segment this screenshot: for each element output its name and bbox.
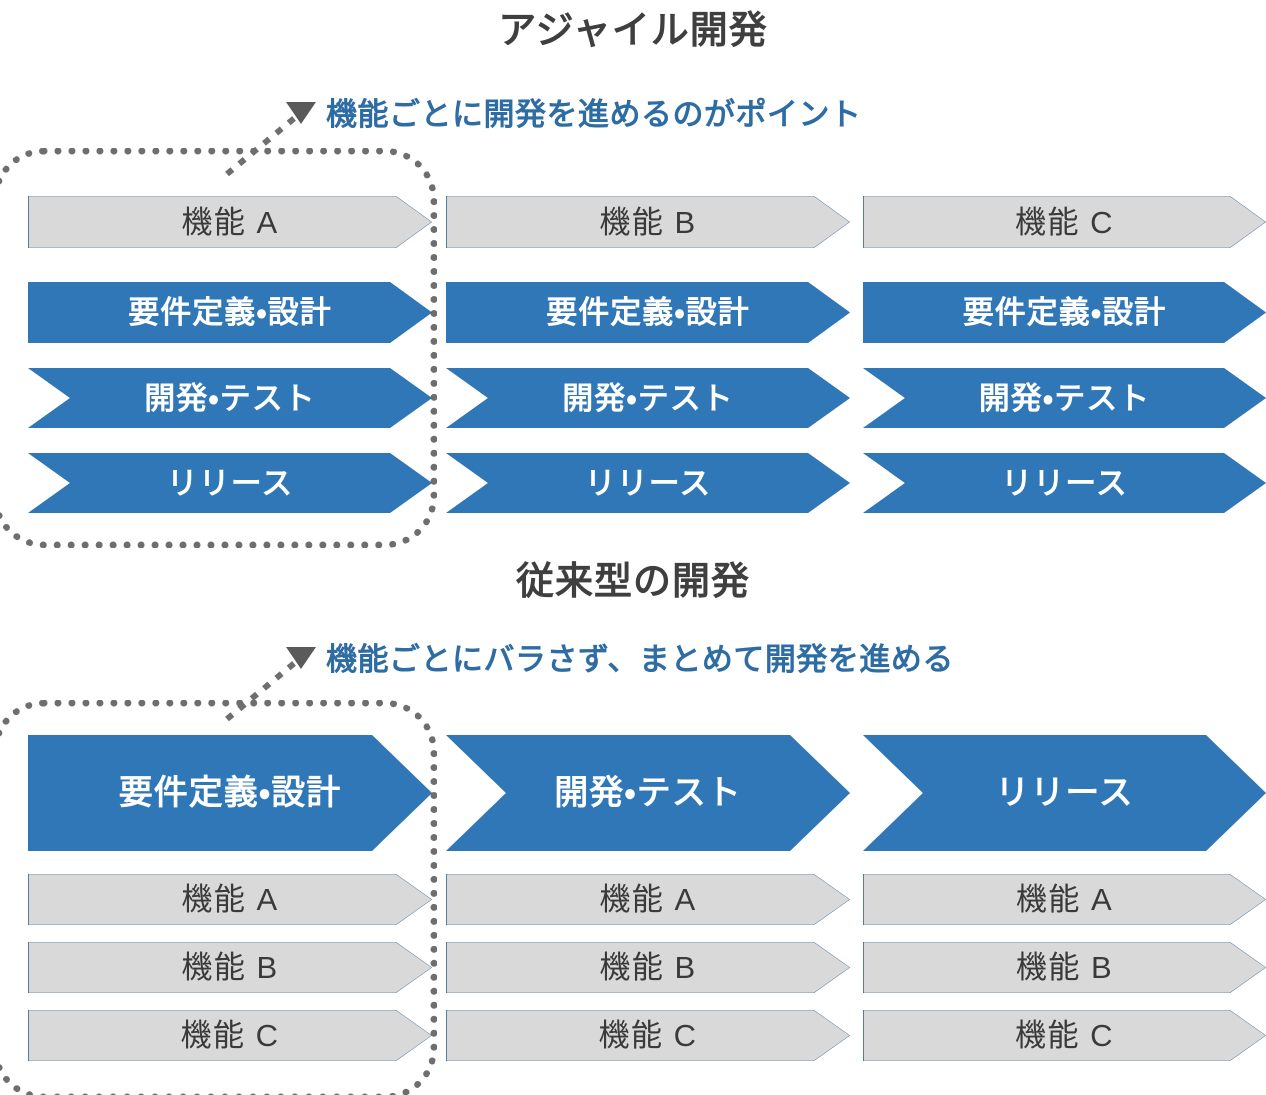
agile-section-title: アジャイル開発 (498, 10, 768, 52)
waterfall-callout: 機能ごとにバラさず、まとめて開発を進める (286, 644, 954, 675)
chevron-label: 機能 B (181, 950, 279, 985)
waterfall-cell-dev-feature-b[interactable]: 機能 B (446, 942, 850, 993)
agile-cell-feature-c-title[interactable]: 機能 C (863, 196, 1266, 248)
chevron-label: 要件定義・設計 (128, 295, 332, 330)
agile-cell-a-development[interactable]: 開発・テスト (28, 368, 432, 428)
waterfall-row-feature-a: 機能 A 機能 A 機能 A (0, 874, 1266, 925)
agile-row-requirements: 要件定義・設計 要件定義・設計 要件定義・設計 (0, 282, 1266, 343)
chevron-label: 機能 A (1015, 882, 1114, 917)
chevron-label: 開発・テスト (554, 774, 742, 812)
triangle-down-icon (286, 101, 316, 124)
waterfall-cell-requirements[interactable]: 要件定義・設計 (28, 735, 432, 851)
chevron-label: 機能 C (598, 1018, 698, 1053)
waterfall-cell-req-feature-b[interactable]: 機能 B (28, 942, 432, 993)
agile-cell-c-requirements[interactable]: 要件定義・設計 (863, 282, 1266, 343)
triangle-down-icon (286, 646, 316, 669)
waterfall-section-title: 従来型の開発 (515, 561, 750, 603)
chevron-label: リリース (166, 465, 294, 501)
chevron-label: 機能 B (1015, 950, 1114, 985)
agile-cell-feature-b-title[interactable]: 機能 B (446, 196, 850, 248)
agile-callout: 機能ごとに開発を進めるのがポイント (286, 99, 862, 130)
agile-highlight-box (0, 148, 437, 548)
waterfall-cell-rel-feature-c[interactable]: 機能 C (863, 1010, 1266, 1061)
chevron-label: 機能 A (181, 204, 279, 240)
agile-cell-c-development[interactable]: 開発・テスト (863, 368, 1266, 428)
agile-row-development: 開発・テスト 開発・テスト 開発・テスト (0, 368, 1266, 428)
agile-cell-a-requirements[interactable]: 要件定義・設計 (28, 282, 432, 343)
waterfall-cell-release[interactable]: リリース (863, 735, 1266, 851)
chevron-label: 機能 C (1015, 204, 1114, 240)
agile-cell-b-development[interactable]: 開発・テスト (446, 368, 850, 428)
chevron-label: リリース (995, 774, 1134, 812)
waterfall-callout-text: 機能ごとにバラさず、まとめて開発を進める (326, 642, 954, 677)
chevron-label: 機能 C (180, 1018, 280, 1053)
waterfall-row-feature-c: 機能 C 機能 C 機能 C (0, 1010, 1266, 1061)
waterfall-cell-rel-feature-a[interactable]: 機能 A (863, 874, 1266, 925)
waterfall-cell-dev-feature-a[interactable]: 機能 A (446, 874, 850, 925)
agile-callout-text: 機能ごとに開発を進めるのがポイント (326, 97, 862, 132)
chevron-label: 要件定義・設計 (546, 295, 750, 330)
waterfall-cell-development[interactable]: 開発・テスト (446, 735, 850, 851)
waterfall-row-feature-b: 機能 B 機能 B 機能 B (0, 942, 1266, 993)
chevron-label: 機能 A (599, 882, 697, 917)
chevron-label: 開発・テスト (978, 380, 1151, 416)
agile-cell-b-release[interactable]: リリース (446, 453, 850, 513)
chevron-label: 要件定義・設計 (118, 774, 342, 812)
waterfall-highlight-box (0, 700, 437, 1095)
waterfall-cell-rel-feature-b[interactable]: 機能 B (863, 942, 1266, 993)
waterfall-row-phases: 要件定義・設計 開発・テスト リリース (0, 735, 1266, 851)
agile-cell-a-release[interactable]: リリース (28, 453, 432, 513)
chevron-label: 機能 C (1015, 1018, 1114, 1053)
chevron-label: リリース (1001, 465, 1128, 501)
chevron-label: 開発・テスト (144, 380, 316, 416)
waterfall-cell-req-feature-a[interactable]: 機能 A (28, 874, 432, 925)
agile-cell-feature-a-title[interactable]: 機能 A (28, 196, 432, 248)
agile-cell-b-requirements[interactable]: 要件定義・設計 (446, 282, 850, 343)
agile-cell-c-release[interactable]: リリース (863, 453, 1266, 513)
waterfall-cell-req-feature-c[interactable]: 機能 C (28, 1010, 432, 1061)
chevron-label: 機能 B (599, 950, 697, 985)
agile-row-release: リリース リリース リリース (0, 453, 1266, 513)
chevron-label: 機能 B (599, 204, 697, 240)
chevron-label: 要件定義・設計 (962, 295, 1167, 330)
chevron-label: 開発・テスト (562, 380, 734, 416)
agile-row-features: 機能 A 機能 B 機能 C (0, 196, 1266, 248)
waterfall-cell-dev-feature-c[interactable]: 機能 C (446, 1010, 850, 1061)
chevron-label: 機能 A (181, 882, 279, 917)
chevron-label: リリース (584, 465, 712, 501)
